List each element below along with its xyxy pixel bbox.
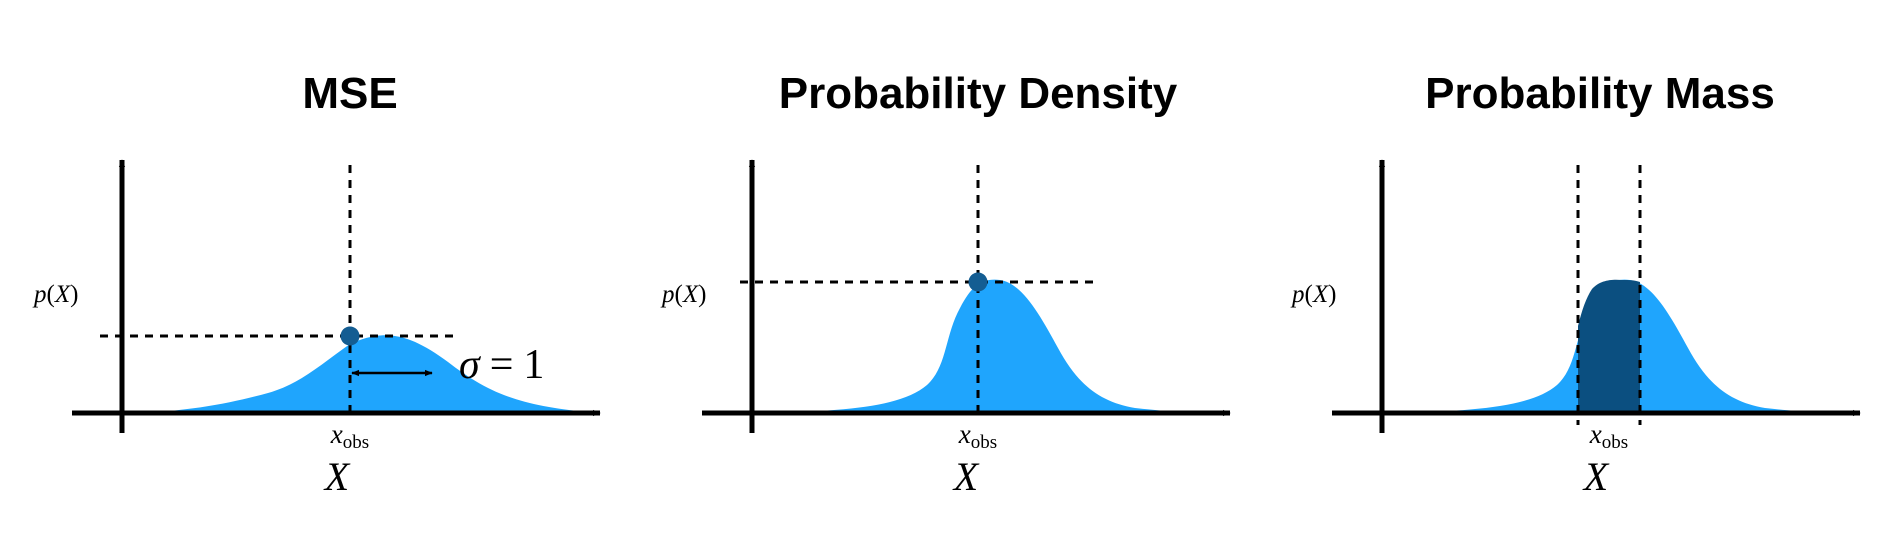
- y-axis-label: p(X): [1290, 281, 1336, 308]
- x-axis-label: X: [952, 454, 980, 499]
- sigma-annotation: σ=1: [459, 342, 544, 388]
- y-axis-label: p(X): [660, 281, 706, 308]
- x-axis-label: X: [323, 454, 351, 499]
- panel-title: Probability Density: [779, 69, 1178, 118]
- y-axis-label: p(X): [32, 281, 78, 308]
- panel-title: MSE: [302, 69, 397, 118]
- x-tick-label-x-obs: xobs: [330, 419, 369, 453]
- panel-title: Probability Mass: [1425, 69, 1775, 118]
- panel-probability-density: Probability Density p(X) xobs X: [660, 69, 1231, 499]
- x-tick-label-x-obs: xobs: [1589, 419, 1628, 453]
- observed-point-marker: [340, 326, 360, 346]
- x-tick-label-x-obs: xobs: [958, 419, 997, 453]
- x-axis-label: X: [1582, 454, 1610, 499]
- panel-probability-mass: Probability Mass p(X) xobs X: [1290, 69, 1861, 499]
- density-curve: [745, 279, 1205, 413]
- observed-point-marker: [968, 272, 988, 292]
- probability-mass-region: [1578, 279, 1640, 413]
- panel-mse: MSE σ=1 p(X) xobs X: [32, 69, 601, 499]
